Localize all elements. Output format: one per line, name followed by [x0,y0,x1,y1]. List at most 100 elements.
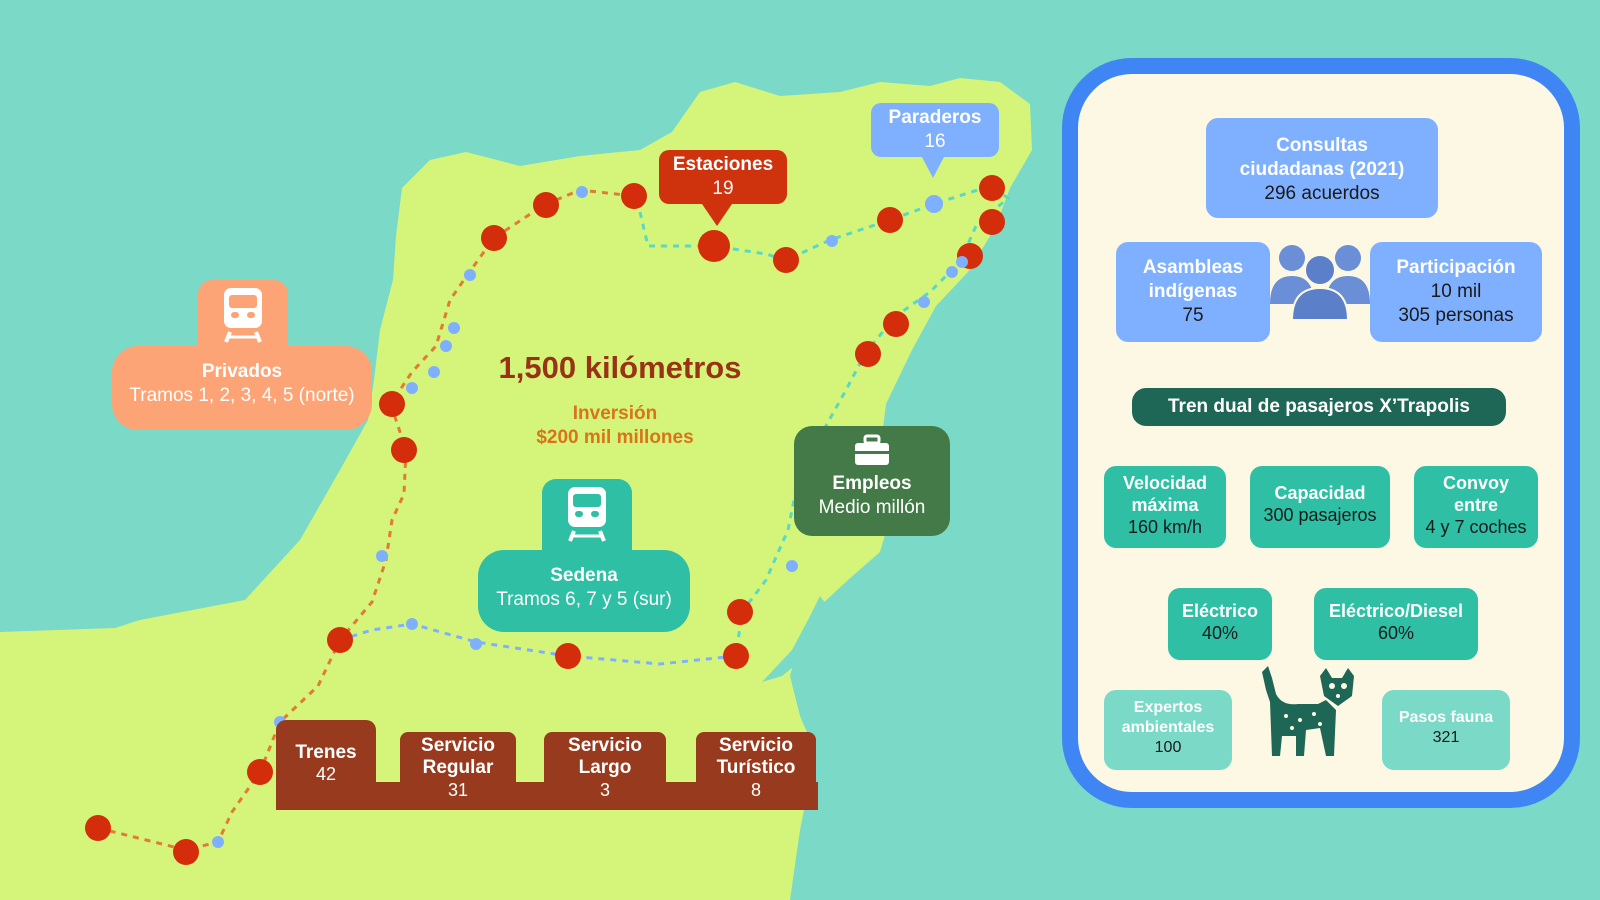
stop-dot [464,269,476,281]
sedena-label: Sedena [550,565,618,586]
spec-label: entre [1453,495,1498,515]
stop-dot [956,256,968,268]
paraderos-callout: Paraderos 16 [871,103,999,157]
power-label: Eléctrico [1181,601,1259,621]
station-dot [883,311,909,337]
stop-dot [786,560,798,572]
paraderos-label: Paraderos [888,107,982,128]
stop-dot [925,195,943,213]
info-panel: Consultas ciudadanas (2021) 296 acuerdos… [1062,58,1580,808]
stop-dot [406,618,418,630]
route-length-title: 1,500 kilómetros [498,350,742,385]
station-dot [621,183,647,209]
pasos-fauna-value: 321 [1432,729,1460,746]
stop-dot [428,366,440,378]
station-dot [727,599,753,625]
station-dot [391,437,417,463]
estaciones-value: 19 [712,178,734,199]
station-dot [173,839,199,865]
power-value: 40% [1201,623,1239,643]
pasos-fauna-label: Pasos fauna [1398,709,1494,726]
stop-dot [212,836,224,848]
asambleas-card: Asambleas indígenas 75 [1116,242,1270,342]
expertos-label: Expertos [1133,699,1203,716]
consultas-card: Consultas ciudadanas (2021) 296 acuerdos [1206,118,1438,218]
spec-label: Convoy [1442,473,1509,493]
participacion-line3: 305 personas [1398,305,1514,326]
stop-dot [918,296,930,308]
asambleas-line2: indígenas [1148,281,1238,302]
service-label: Servicio [421,735,495,756]
asambleas-line3: 75 [1182,305,1204,326]
empleos-value: Medio millón [818,497,926,518]
service-value: 8 [750,780,761,800]
bay-water [762,596,838,682]
expertos-card: Expertos ambientales 100 [1104,690,1232,770]
train-icon [568,487,606,542]
stop-dot [448,322,460,334]
estaciones-pointer [702,204,732,226]
consultas-line2: ciudadanas (2021) [1239,159,1405,180]
service-label: Turístico [716,757,796,778]
investment-label: Inversión [572,403,658,424]
train-model-title: Tren dual de pasajeros X’Trapolis [1132,388,1506,426]
spec-value: 160 km/h [1127,517,1203,537]
power-electrico: Eléctrico 40% [1168,588,1272,660]
participacion-line2: 10 mil [1430,281,1482,302]
spec-value: 4 y 7 coches [1425,517,1527,537]
spec-label: Velocidad [1122,473,1208,493]
spec-convoy: Convoy entre 4 y 7 coches [1414,466,1538,548]
service-label: Regular [422,757,494,778]
stop-dot [440,340,452,352]
route-gulf [638,184,1011,657]
investment-value: $200 mil millones [536,427,694,448]
trains-total-value: 42 [315,764,337,784]
train-icon [224,288,262,343]
privados-label: Privados [201,361,283,382]
stop-dot [826,235,838,247]
participacion-card: Participación 10 mil 305 personas [1370,242,1542,342]
estaciones-callout: Estaciones 19 [659,150,787,204]
station-dot [979,209,1005,235]
service-value: 31 [447,780,469,800]
privados-detail: Tramos 1, 2, 3, 4, 5 (norte) [129,385,355,406]
station-dot [773,247,799,273]
station-dot [877,207,903,233]
participacion-line1: Participación [1396,257,1516,278]
privados-icon-holder [198,280,288,352]
empleos-card: Empleos Medio millón [794,426,950,536]
people-group-icon [1270,245,1370,321]
route-south [339,622,737,666]
service-label: Servicio [568,735,642,756]
privados-card: Privados Tramos 1, 2, 3, 4, 5 (norte) [112,346,372,430]
station-dot [379,391,405,417]
asambleas-line1: Asambleas [1142,257,1244,278]
service-label: Largo [578,757,632,778]
paraderos-pointer [922,157,944,178]
empleos-label: Empleos [832,473,912,494]
spec-label: Capacidad [1274,483,1366,503]
expertos-label: ambientales [1121,719,1215,736]
station-dot [533,192,559,218]
service-turistico: Servicio Turístico 8 [696,732,816,800]
sedena-detail: Tramos 6, 7 y 5 (sur) [496,589,672,610]
stop-dot [376,550,388,562]
station-dot [555,643,581,669]
station-dot [85,815,111,841]
paraderos-value: 16 [924,131,946,152]
service-label: Servicio [719,735,793,756]
power-label: Eléctrico/Diesel [1328,601,1464,621]
peninsula-land [0,78,1032,900]
service-value: 3 [599,780,610,800]
stop-dot [946,266,958,278]
spec-value: 300 pasajeros [1263,505,1377,525]
station-dot [247,759,273,785]
station-markers [85,175,1005,865]
trains-total: Trenes 42 [276,720,376,790]
briefcase-icon [855,434,889,465]
trains-total-label: Trenes [295,742,357,763]
sedena-card: Sedena Tramos 6, 7 y 5 (sur) [478,550,690,632]
investment: Inversión $200 mil millones [480,402,750,450]
station-dot [698,230,730,262]
